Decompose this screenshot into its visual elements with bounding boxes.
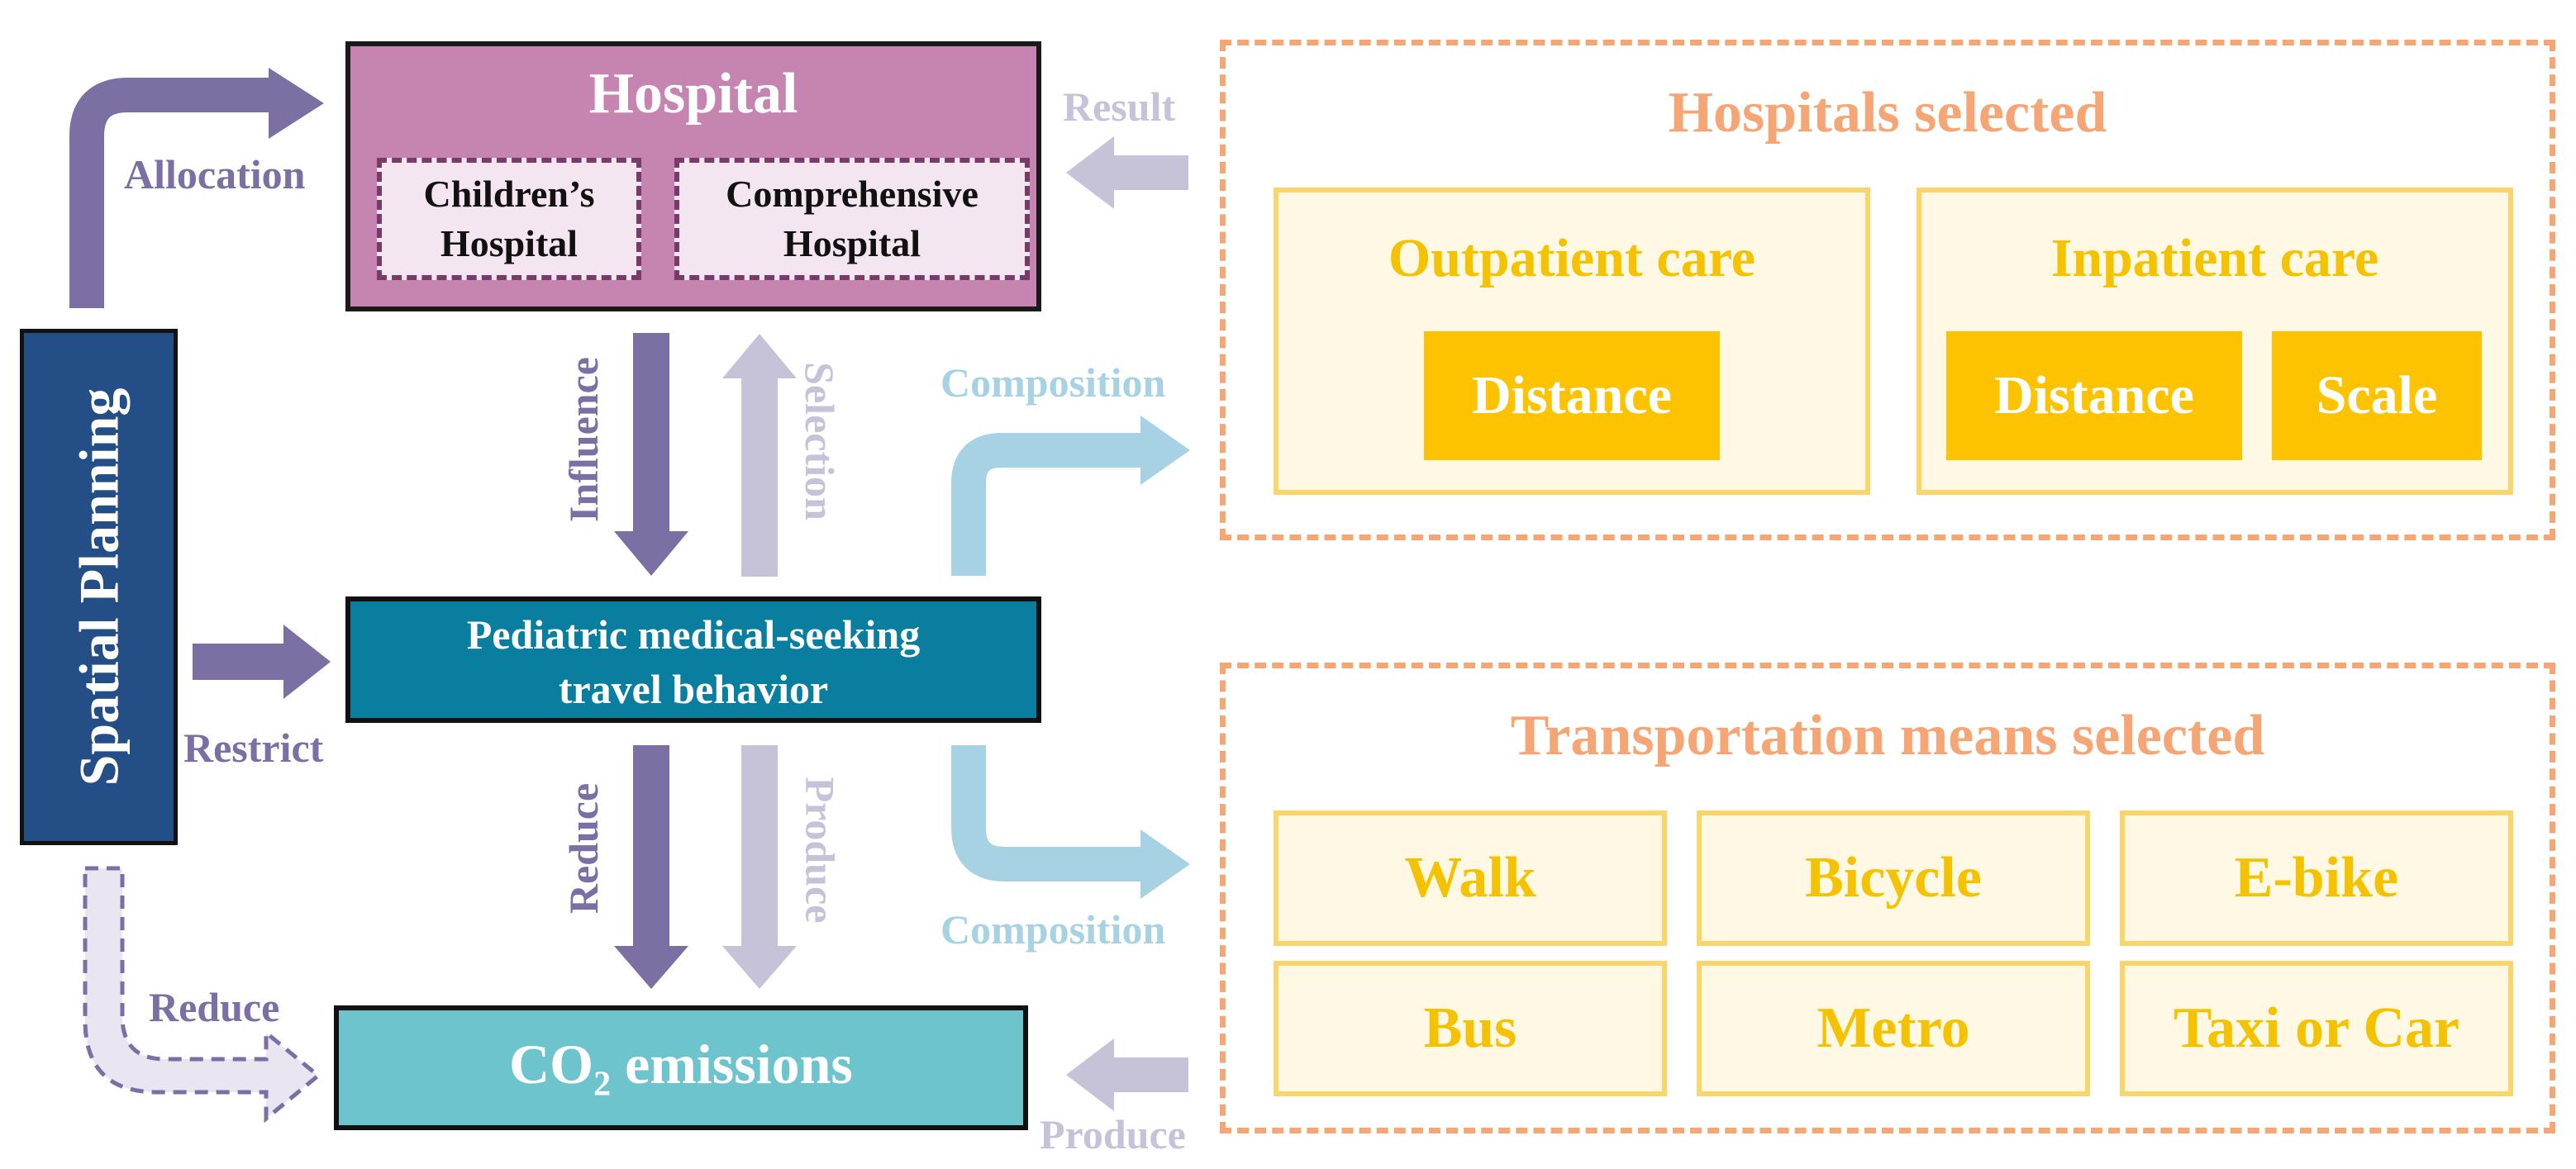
composition-top-label: Composition	[940, 359, 1166, 406]
outpatient-care-title: Outpatient care	[1388, 228, 1756, 288]
transport-selected-title: Transportation means selected	[1510, 704, 2265, 767]
reduce-left-label: Reduce	[149, 984, 280, 1030]
behavior-line1: Pediatric medical-seeking	[466, 611, 921, 658]
mode-bicycle-box: Bicycle	[1697, 810, 2090, 946]
composition-bottom-arrow	[951, 745, 1190, 899]
allocation-label: Allocation	[124, 151, 306, 197]
hospital-title: Hospital	[588, 62, 798, 126]
composition-top-arrow	[951, 416, 1190, 576]
influence-arrow	[614, 333, 688, 576]
produce-mid-label-wrap: Produce	[737, 777, 902, 924]
inpatient-care-box: Inpatient care Distance Scale	[1917, 188, 2513, 495]
composition-bottom-label: Composition	[940, 906, 1166, 953]
allocation-arrow	[69, 68, 324, 308]
result-label: Result	[1063, 83, 1176, 130]
behavior-line2: travel behavior	[558, 666, 829, 712]
influence-label-wrap: Influence	[501, 357, 666, 522]
reduce-dashed-arrow	[83, 866, 321, 1124]
inpatient-scale-box: Scale	[2272, 331, 2482, 460]
mode-walk-box: Walk	[1274, 810, 1667, 946]
childrens-hospital-box: Children’s Hospital	[377, 158, 641, 280]
arrow-down-icon	[614, 531, 688, 576]
arrow-left-icon	[1066, 136, 1114, 209]
arrow-right-icon	[83, 866, 321, 1124]
co2-emissions-box: CO2 emissions	[334, 1005, 1028, 1130]
selection-label-wrap: Selection	[737, 362, 902, 520]
outpatient-distance-box: Distance	[1424, 331, 1720, 460]
produce-bottom-arrow	[1066, 1038, 1188, 1111]
arrow-down-icon	[722, 946, 797, 989]
hospital-box: Hospital Children’s Hospital Comprehensi…	[345, 41, 1041, 311]
mode-taxi-car-box: Taxi or Car	[2120, 961, 2513, 1096]
arrow-right-icon	[1140, 829, 1190, 899]
inpatient-distance-box: Distance	[1946, 331, 2242, 460]
mode-bus-box: Bus	[1274, 961, 1667, 1096]
comprehensive-hospital-box: Comprehensive Hospital	[674, 158, 1030, 280]
arrow-right-icon	[269, 68, 324, 139]
inpatient-care-title: Inpatient care	[2050, 228, 2379, 288]
comprehensive-hospital-label: Comprehensive Hospital	[726, 173, 978, 264]
produce-mid-arrow	[722, 745, 797, 989]
mode-ebike-box: E-bike	[2120, 810, 2513, 946]
influence-label: Influence	[560, 357, 607, 522]
selection-arrow	[722, 334, 797, 577]
hospitals-selected-panel: Hospitals selected Outpatient care Dista…	[1220, 40, 2555, 540]
co2-label: CO2 emissions	[509, 1032, 853, 1105]
reduce-mid-label: Reduce	[560, 782, 607, 915]
co2-prefix: CO	[509, 1032, 594, 1095]
pediatric-behavior-box: Pediatric medical-seeking travel behavio…	[345, 596, 1041, 723]
spatial-planning-box: Spatial Planning	[20, 329, 178, 845]
co2-suffix: emissions	[611, 1032, 853, 1095]
arrow-left-icon	[1066, 1038, 1114, 1111]
restrict-arrow	[193, 625, 331, 699]
reduce-mid-arrow	[614, 745, 688, 989]
childrens-hospital-label: Children’s Hospital	[423, 173, 595, 264]
produce-mid-label: Produce	[797, 777, 843, 924]
outpatient-care-box: Outpatient care Distance	[1274, 188, 1870, 495]
mode-metro-box: Metro	[1697, 961, 2090, 1096]
arrow-up-icon	[722, 334, 797, 378]
hospitals-selected-title: Hospitals selected	[1668, 81, 2107, 145]
restrict-label: Restrict	[183, 725, 324, 771]
arrow-right-icon	[1140, 416, 1190, 485]
result-arrow	[1066, 136, 1188, 209]
arrow-right-icon	[283, 625, 331, 699]
produce-bottom-label: Produce	[1040, 1111, 1186, 1157]
co2-subscript: 2	[593, 1065, 612, 1104]
arrow-down-icon	[614, 946, 688, 989]
transport-selected-panel: Transportation means selected Walk Bicyc…	[1220, 663, 2555, 1133]
reduce-mid-label-wrap: Reduce	[501, 783, 666, 914]
selection-label: Selection	[796, 362, 843, 520]
spatial-planning-label: Spatial Planning	[67, 387, 130, 786]
